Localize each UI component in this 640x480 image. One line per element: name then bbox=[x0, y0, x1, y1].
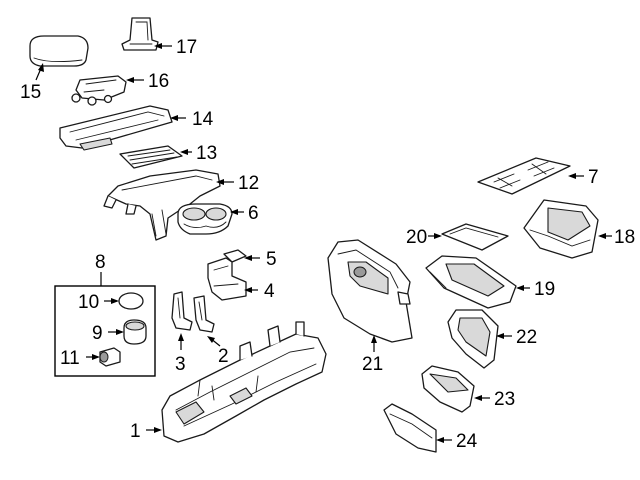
callout-3: 3 bbox=[175, 354, 186, 375]
part-16-latch bbox=[71, 75, 127, 106]
part-24-cover bbox=[383, 403, 437, 453]
part-7-mat bbox=[477, 157, 571, 195]
part-2-right-brace bbox=[193, 295, 215, 333]
part-11-socket bbox=[99, 347, 121, 367]
part-17-bracket bbox=[121, 17, 159, 51]
callout-6: 6 bbox=[248, 203, 259, 224]
part-5-pad bbox=[223, 249, 247, 263]
callout-19: 19 bbox=[534, 279, 555, 300]
part-15-lid-pad bbox=[29, 35, 89, 67]
part-14-trim-bezel bbox=[59, 105, 173, 151]
callout-17: 17 bbox=[176, 37, 197, 58]
callout-12: 12 bbox=[238, 173, 259, 194]
callout-7: 7 bbox=[588, 167, 599, 188]
part-22-bezel bbox=[447, 309, 499, 369]
callout-21: 21 bbox=[362, 354, 383, 375]
callout-18: 18 bbox=[614, 227, 635, 248]
part-21-front-panel bbox=[327, 239, 413, 343]
part-9-knob bbox=[123, 319, 147, 345]
callout-24: 24 bbox=[456, 431, 478, 452]
part-10-button-cap bbox=[118, 292, 144, 310]
callout-4: 4 bbox=[264, 281, 275, 302]
callout-15: 15 bbox=[20, 82, 41, 103]
callout-8: 8 bbox=[95, 252, 106, 273]
callout-16: 16 bbox=[148, 71, 169, 92]
part-6-cup-holder bbox=[177, 203, 233, 235]
part-4-bracket bbox=[207, 257, 247, 301]
callout-1: 1 bbox=[130, 421, 141, 442]
part-12-upper-panel bbox=[103, 169, 221, 241]
callout-14: 14 bbox=[192, 109, 214, 130]
callout-10: 10 bbox=[78, 292, 99, 313]
callout-5: 5 bbox=[266, 249, 277, 270]
part-19-tray bbox=[425, 255, 517, 309]
callout-9: 9 bbox=[92, 323, 103, 344]
callout-2: 2 bbox=[218, 346, 229, 367]
part-18-storage-bin bbox=[523, 199, 599, 259]
callout-13: 13 bbox=[196, 143, 217, 164]
part-1-console-base bbox=[161, 321, 327, 443]
group-8-box bbox=[54, 285, 156, 377]
callout-22: 22 bbox=[516, 327, 537, 348]
part-13-tray-mat bbox=[119, 145, 183, 169]
callout-11: 11 bbox=[60, 348, 80, 369]
callout-23: 23 bbox=[494, 389, 515, 410]
part-3-left-brace bbox=[171, 291, 193, 331]
part-23-ashtray bbox=[421, 365, 475, 413]
part-20-insert bbox=[441, 223, 509, 251]
callout-20: 20 bbox=[406, 227, 427, 248]
